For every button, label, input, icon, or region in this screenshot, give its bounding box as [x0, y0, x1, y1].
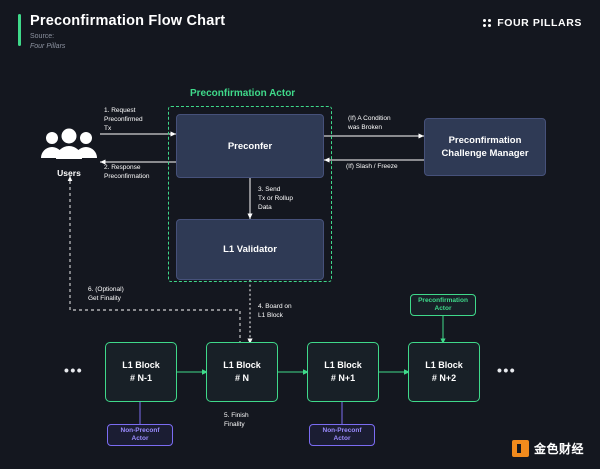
block-n-plus-1[interactable]: L1 Block # N+1: [307, 342, 379, 402]
four-dots-icon: [483, 19, 492, 27]
jinse-mark-icon: [511, 440, 529, 457]
preconfer-node[interactable]: Preconfer: [176, 114, 324, 178]
edge-label-send: 3. Send Tx or Rollup Data: [258, 186, 294, 211]
challenge-manager-node[interactable]: Preconfirmation Challenge Manager: [424, 118, 546, 176]
source-name: Four Pillars: [30, 43, 66, 50]
ellipsis-right: •••: [497, 362, 517, 378]
block-n[interactable]: L1 Block # N: [206, 342, 278, 402]
non-preconf-actor-tag-2: Non-Preconf Actor: [309, 424, 375, 446]
preconf-actor-tag: Preconfirmation Actor: [410, 294, 476, 316]
publisher-name: 金色财经: [533, 442, 584, 456]
non-preconf-actor-tag-1: Non-Preconf Actor: [107, 424, 173, 446]
preconfirmation-actor-title: Preconfirmation Actor: [190, 88, 296, 99]
page-title: Preconfirmation Flow Chart: [30, 13, 226, 29]
source-credit: Source: Four Pillars: [30, 32, 65, 52]
users-label: Users: [57, 168, 81, 178]
edge-label-response: 2. Response Preconfirmation: [104, 164, 150, 180]
block-n-minus-1[interactable]: L1 Block # N-1: [105, 342, 177, 402]
edge-label-condition-broken: (If) A Condition was Broken: [348, 115, 391, 131]
title-accent-bar: [18, 14, 21, 46]
block-n-plus-2[interactable]: L1 Block # N+2: [408, 342, 480, 402]
edge-label-request: 1. Request Preconfirmed Tx: [104, 107, 143, 132]
brand-name: FOUR PILLARS: [497, 17, 582, 29]
users-icon: [38, 128, 100, 160]
edge-label-slash-freeze: (If) Slash / Freeze: [346, 163, 398, 170]
l1-validator-node[interactable]: L1 Validator: [176, 219, 324, 280]
edge-label-finish: 5. Finish Finality: [224, 412, 249, 428]
edge-label-board: 4. Board on L1 Block: [258, 303, 292, 319]
ellipsis-left: •••: [64, 362, 84, 378]
publisher-logo: 金色财经: [511, 440, 584, 457]
preconfirmation-actor-zone: [168, 106, 332, 282]
brand-logo: FOUR PILLARS: [483, 17, 582, 29]
edge-label-finality: 6. (Optional) Get Finality: [88, 286, 124, 302]
source-label: Source:: [30, 33, 55, 40]
